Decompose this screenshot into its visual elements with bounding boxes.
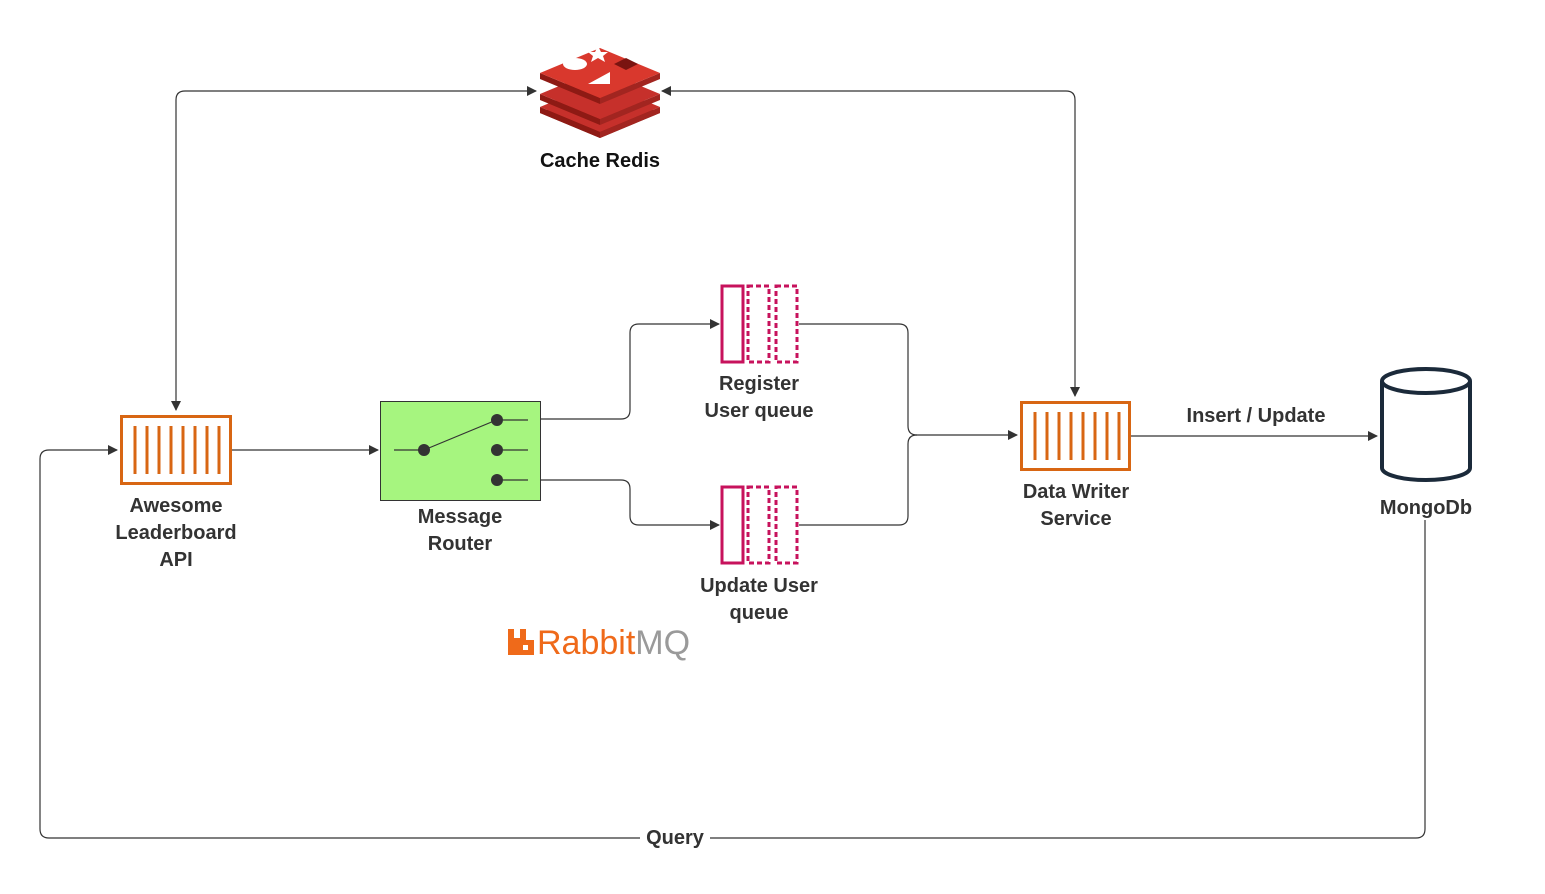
register-queue-label-line2: User queue [705,400,814,422]
edge-router-update [541,479,720,530]
query-label: Query [646,827,705,849]
edge-update-writer [799,434,918,526]
mongodb-label: MongoDb [1380,497,1472,519]
rabbitmq-wordmark: RabbitMQ [537,624,690,662]
update-queue-icon [720,485,799,565]
mongodb-database-icon [1380,367,1472,482]
register-queue-label-line1: Register [719,373,799,395]
edge-api-redis [171,86,537,411]
redis-icon [540,46,660,138]
edge-mongo-api-query [39,445,1426,839]
api-label-line3: API [159,549,192,571]
api-container-icon [120,415,232,485]
edge-register-writer [799,323,1018,440]
rabbitmq-logo: RabbitMQ [508,624,690,662]
query-label-bg [640,824,710,850]
edge-router-register [541,319,720,420]
api-label-line1: Awesome [129,495,222,517]
api-label-line2: Leaderboard [115,522,236,544]
router-label-line2: Router [428,533,493,555]
cache-redis-label: Cache Redis [540,150,660,172]
edge-redis-writer [661,86,1080,397]
writer-container-icon [1020,401,1131,471]
edges [39,86,1426,839]
router-label-line1: Message [418,506,503,528]
insert-update-label: Insert / Update [1187,405,1326,427]
update-queue-label-line1: Update User [700,575,818,597]
router-switch-icon [380,401,541,501]
update-queue-label-line2: queue [730,602,789,624]
writer-label-line2: Service [1040,508,1111,530]
register-queue-icon [720,284,799,364]
writer-label-line1: Data Writer [1023,481,1130,503]
